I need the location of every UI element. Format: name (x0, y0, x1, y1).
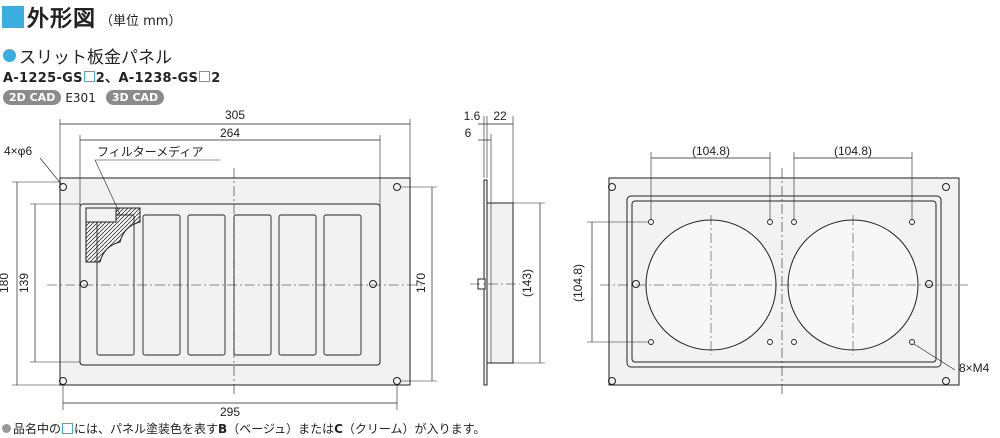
dim-104-8-left: (104.8) (692, 144, 730, 158)
screw-left (80, 280, 88, 288)
placeholder-square-icon (83, 71, 95, 82)
placeholder-square-icon (199, 71, 211, 82)
color-code-c: C (334, 421, 343, 436)
footnote: 品名中のには、パネル塗装色を表す B （ベージュ）または C （クリーム）が入り… (2, 420, 485, 437)
filter-media-label: フィルターメディア (97, 144, 203, 159)
model-second-suffix: 2 (211, 71, 221, 86)
filter-frame (79, 203, 381, 366)
dim-104-8-right: (104.8) (834, 144, 872, 158)
back-frame-inner (631, 200, 937, 363)
color-code-b: B (218, 421, 228, 436)
section-heading: スリット板金パネル (3, 43, 172, 68)
mount-hole (59, 183, 67, 191)
page-header: 外形図 （単位 mm） (2, 1, 181, 33)
model-first: A-1225-GS (3, 71, 83, 86)
footnote-part-3: （ベージュ）または (227, 422, 335, 436)
dim-1-6: 1.6 (464, 109, 481, 123)
cad-2d-code: E301 (65, 90, 96, 105)
dim-143: (143) (520, 269, 534, 297)
side-view (470, 116, 545, 386)
cad-links: 2D CAD E301 3D CAD (3, 90, 165, 105)
dim-104-8-vertical: (104.8) (571, 264, 585, 302)
dim-22: 22 (493, 109, 507, 123)
dim-139: 139 (17, 273, 31, 293)
section-title: スリット板金パネル (19, 48, 172, 68)
m4-label: 8×M4 (959, 361, 990, 375)
back-view (587, 152, 968, 395)
cad-3d-badge[interactable]: 3D CAD (105, 90, 165, 105)
dim-170: 170 (414, 273, 428, 293)
cad-2d-badge[interactable]: 2D CAD (3, 90, 62, 105)
model-separator: 、 (105, 71, 119, 86)
dim-305: 305 (225, 108, 245, 122)
dim-180: 180 (0, 273, 11, 293)
dim-6: 6 (465, 126, 472, 140)
unit-label: （単位 mm） (100, 13, 182, 29)
bullet-circle-icon (3, 49, 16, 62)
model-first-suffix: 2 (95, 71, 106, 86)
header-square-icon (2, 6, 24, 28)
holes-label: 4×φ6 (4, 144, 32, 158)
screw-right (369, 280, 377, 288)
bullet-circle-icon (2, 424, 11, 433)
front-view (12, 119, 437, 410)
side-body (486, 202, 514, 364)
placeholder-square-icon (62, 423, 74, 434)
dim-264: 264 (220, 126, 240, 140)
footnote-part-1: 品名中の (13, 422, 62, 436)
model-second: A-1238-GS (118, 71, 199, 86)
footnote-part-2: には、パネル塗装色を表す (74, 422, 219, 436)
dim-295: 295 (220, 405, 240, 419)
page-title: 外形図 (27, 7, 97, 32)
footnote-part-4: （クリーム）が入ります。 (342, 422, 486, 436)
